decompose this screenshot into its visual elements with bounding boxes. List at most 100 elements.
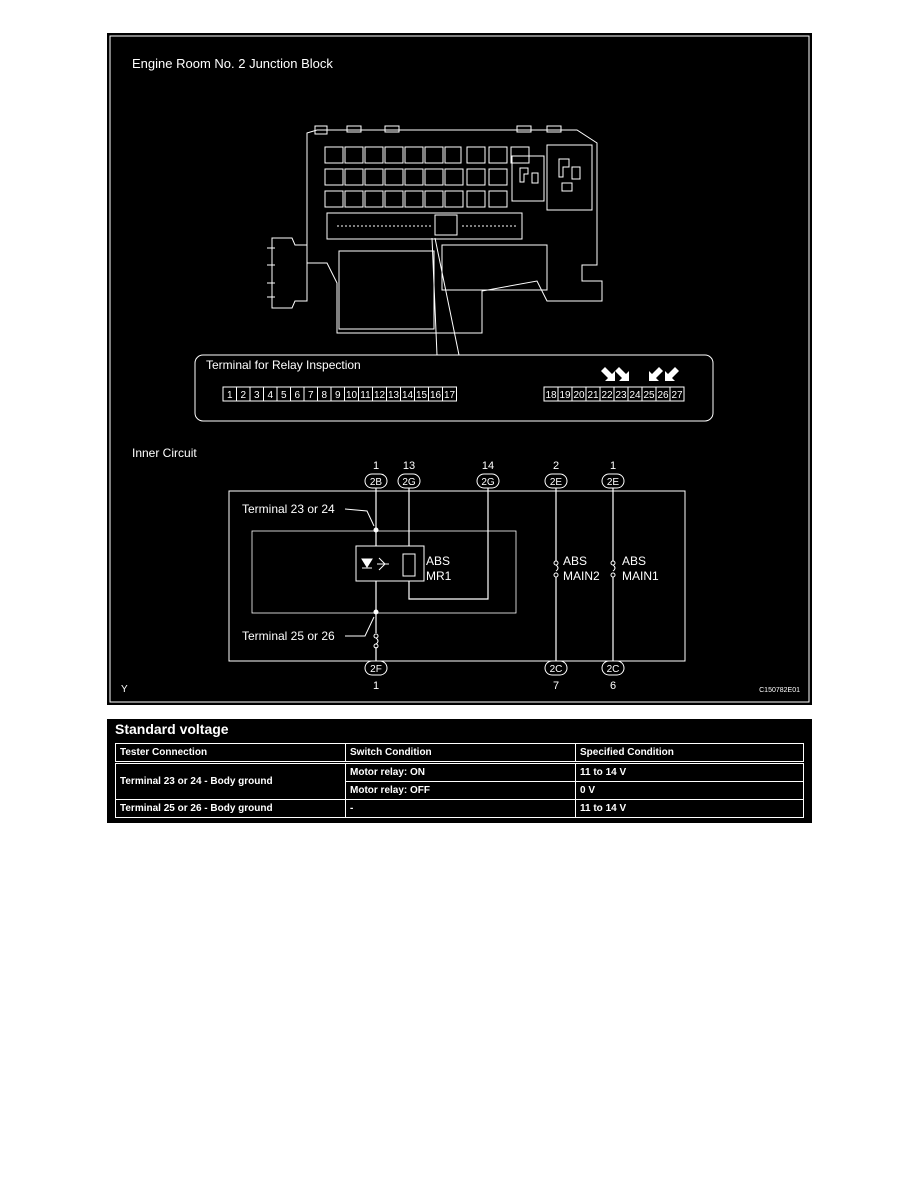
fuse-row-1 (324, 146, 530, 164)
cell-condition: - (345, 799, 576, 818)
fuse-row-3 (324, 190, 508, 208)
arrow-down-right-icon (615, 367, 629, 381)
arrow-icon-group (601, 367, 679, 381)
relay-symbol (355, 545, 425, 582)
relay-socket-1 (511, 155, 545, 202)
table-title: Standard voltage (115, 721, 229, 737)
terminal-number: 10 (346, 390, 358, 401)
connector-pin: 2 (553, 460, 559, 472)
corner-mark: Y (121, 684, 128, 695)
terminal-number: 20 (573, 390, 585, 401)
terminal-number: 22 (601, 390, 613, 401)
terminal-number: 19 (559, 390, 571, 401)
connector-pin: 6 (610, 680, 616, 692)
figure-code: C150782E01 (759, 687, 800, 694)
table-header-row: Tester Connection Switch Condition Speci… (115, 743, 804, 764)
connector-top-3: 14 2G (476, 460, 500, 489)
connector-code: 2E (607, 477, 620, 488)
inner-circuit-box (228, 490, 686, 662)
header-specified-condition: Specified Condition (575, 743, 804, 764)
callout-leader (345, 616, 375, 637)
cell-spec: 11 to 14 V (575, 762, 804, 782)
connector-code: 2E (550, 477, 563, 488)
diode-icon (361, 558, 373, 568)
connector-pin: 1 (610, 460, 616, 472)
terminal-number: 21 (587, 390, 599, 401)
cell-connection: Terminal 25 or 26 - Body ground (115, 799, 346, 818)
table-row: Motor relay: OFF 0 V (116, 781, 804, 800)
connector-pin: 13 (403, 460, 415, 472)
terminal-cell (669, 386, 685, 402)
terminal-number: 14 (402, 390, 414, 401)
fuse-main2-label-1: ABS (563, 554, 587, 568)
terminal-number: 3 (254, 390, 260, 401)
arrow-down-right-icon (601, 367, 615, 381)
fuse-main2-label-2: MAIN2 (563, 569, 600, 583)
figure-title: Engine Room No. 2 Junction Block (132, 56, 333, 71)
terminal-number: 12 (374, 390, 386, 401)
fuse-main1-label-2: MAIN1 (622, 569, 659, 583)
junction-dot (373, 527, 379, 533)
terminal-number: 6 (294, 390, 300, 401)
junction-dot (373, 609, 379, 615)
terminal-number: 27 (671, 390, 683, 401)
fuse-row-2 (324, 168, 508, 186)
cell-condition: Motor relay: OFF (345, 781, 576, 800)
connector-bottom-1: 2F 1 (364, 660, 388, 692)
connector-header (326, 212, 523, 240)
terminal-number: 1 (227, 390, 233, 401)
terminal-number: 8 (321, 390, 327, 401)
terminal-number: 5 (281, 390, 287, 401)
inner-circuit-title: Inner Circuit (132, 446, 197, 460)
connector-code: 2B (370, 477, 383, 488)
cell-spec: 0 V (575, 781, 804, 800)
cell-connection: Terminal 23 or 24 - Body ground (115, 762, 346, 800)
standard-voltage-panel: Standard voltage Tester Connection Switc… (107, 719, 812, 823)
header-tester-connection: Tester Connection (115, 743, 346, 764)
callout-leader (344, 508, 375, 527)
arrow-down-left-icon (649, 367, 663, 381)
terminal-cell (442, 386, 457, 402)
callout-terminal-23-24: Terminal 23 or 24 (242, 502, 335, 516)
terminal-number: 16 (430, 390, 442, 401)
terminal-number: 15 (416, 390, 428, 401)
callout-terminal-25-26: Terminal 25 or 26 (242, 629, 335, 643)
diagram-canvas: Engine Room No. 2 Junction Block (109, 35, 810, 703)
side-bracket (271, 237, 308, 309)
relay-label-line-1: ABS (426, 554, 450, 568)
terminal-number: 2 (240, 390, 246, 401)
table-row: Terminal 23 or 24 - Body ground Motor re… (115, 762, 804, 800)
terminal-number: 18 (545, 390, 557, 401)
connector-top-1: 1 2B (364, 460, 388, 489)
connector-code: 2F (370, 664, 382, 675)
terminal-number: 24 (629, 390, 641, 401)
cell-spec: 11 to 14 V (575, 799, 804, 818)
connector-bottom-2: 2C 7 (544, 660, 568, 692)
cell-condition: Motor relay: ON (345, 762, 576, 782)
terminal-inspection-box (194, 354, 714, 422)
connector-pin: 7 (553, 680, 559, 692)
connector-top-4: 2 2E (544, 460, 568, 489)
terminal-number: 7 (308, 390, 314, 401)
connector-bottom-3: 2C 6 (601, 660, 625, 692)
connector-top-2: 13 2G (397, 460, 421, 489)
connector-pin: 14 (482, 460, 494, 472)
terminal-number: 4 (267, 390, 273, 401)
terminal-number: 26 (657, 390, 669, 401)
standard-voltage-table: Tester Connection Switch Condition Speci… (115, 743, 804, 818)
connector-top-5: 1 2E (601, 460, 625, 489)
connector-code: 2G (402, 477, 416, 488)
arrow-down-left-icon (665, 367, 679, 381)
connector-code: 2C (607, 664, 620, 675)
relay-coil (402, 553, 416, 577)
fuse-symbol (373, 560, 616, 649)
relay-socket-2 (546, 144, 593, 211)
terminal-number: 23 (615, 390, 627, 401)
terminal-section-title: Terminal for Relay Inspection (206, 358, 361, 372)
relay-area-box (251, 530, 517, 614)
connector-pin: 1 (373, 680, 379, 692)
connector-code: 2C (550, 664, 563, 675)
terminal-number: 17 (444, 390, 456, 401)
